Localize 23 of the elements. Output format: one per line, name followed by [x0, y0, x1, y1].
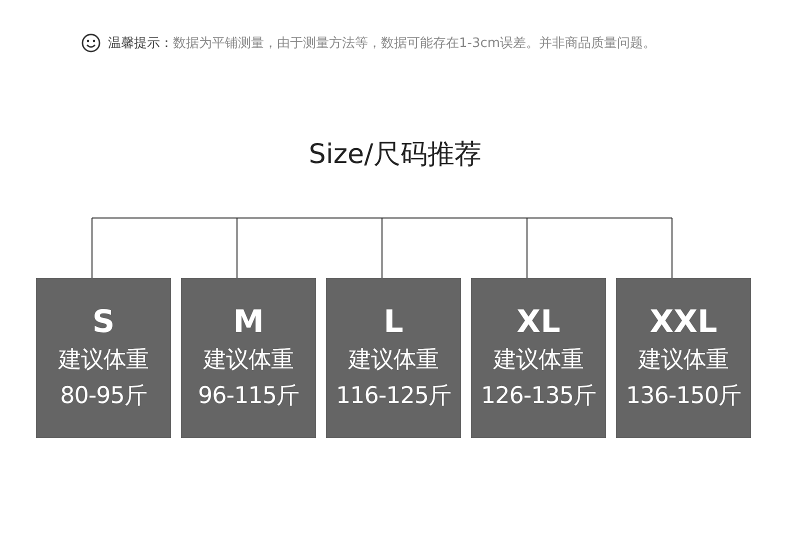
weight-label: 建议体重 — [348, 346, 438, 375]
note-heading: 温馨提示： — [108, 35, 173, 52]
note-text: 数据为平铺测量，由于测量方法等，数据可能存在1-3cm误差。并非商品质量问题。 — [173, 35, 656, 52]
size-card — [471, 278, 606, 438]
weight-label: 建议体重 — [58, 346, 148, 375]
weight-range: 96-115斤 — [198, 382, 299, 411]
weight-range: 126-135斤 — [480, 382, 596, 411]
size-label: S — [92, 303, 115, 342]
weight-label: 建议体重 — [638, 346, 728, 375]
size-label: XXL — [650, 303, 718, 342]
weight-range: 136-150斤 — [626, 382, 742, 411]
size-card — [181, 278, 316, 438]
weight-label: 建议体重 — [204, 346, 294, 375]
size-label: M — [233, 303, 264, 342]
weight-range: 116-125斤 — [336, 382, 452, 411]
weight-label: 建议体重 — [494, 346, 584, 375]
size-card — [36, 278, 171, 438]
title: Size/尺码推荐 — [308, 138, 482, 172]
weight-range: 80-95斤 — [60, 382, 147, 411]
size-card — [616, 278, 751, 438]
size-label: XL — [516, 303, 560, 342]
size-label: L — [384, 303, 404, 342]
size-card — [326, 278, 461, 438]
